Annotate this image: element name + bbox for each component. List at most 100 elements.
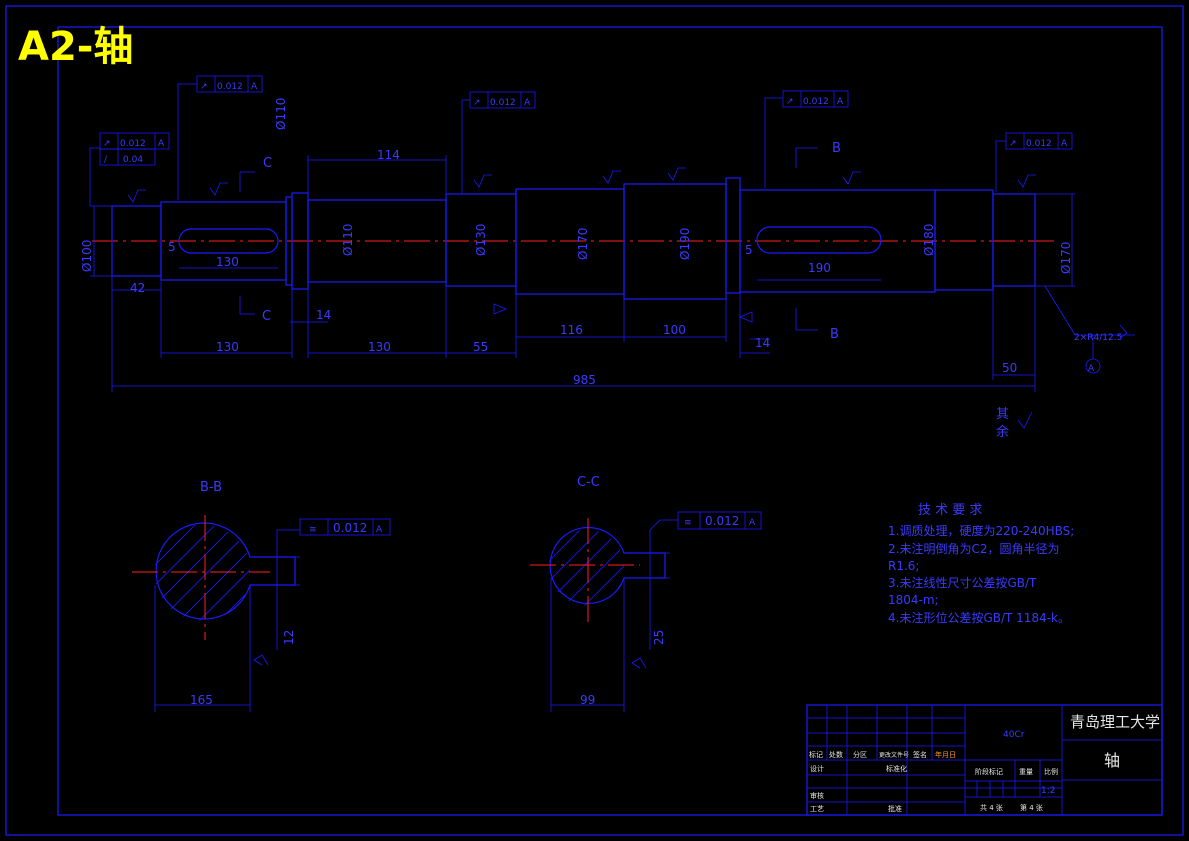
tech-req-line-1: 1.调质处理，硬度为220-240HBS; bbox=[888, 523, 1074, 538]
section-bb-label: B-B bbox=[200, 480, 222, 495]
technical-requirements: 技 术 要 求 1.调质处理，硬度为220-240HBS; 2.未注明倒角为C2… bbox=[888, 503, 1074, 625]
dim-d130: Ø130 bbox=[474, 224, 488, 256]
sheet-title: A2-轴 bbox=[18, 24, 133, 70]
tol-6-value: 0.04 bbox=[123, 155, 143, 165]
shaft-main-view: 42 130 130 55 116 100 14 14 114 130 190 … bbox=[80, 75, 1135, 440]
roughness-other-1: 其 bbox=[996, 407, 1009, 422]
tech-req-line-6: 4.未注形位公差按GB/T 1184-k。 bbox=[888, 610, 1070, 625]
dim-d180: Ø180 bbox=[922, 224, 936, 256]
tb-label-date: 年月日 bbox=[935, 750, 956, 759]
scale: 1:2 bbox=[1041, 786, 1055, 796]
tol-1-datum: A bbox=[251, 82, 258, 92]
tb-label-std: 标准化 bbox=[886, 764, 907, 773]
dim-14-left: 14 bbox=[316, 308, 331, 322]
tol-4-datum: A bbox=[837, 97, 844, 107]
dim-985: 985 bbox=[573, 373, 596, 387]
dim-130-key: 130 bbox=[216, 255, 239, 269]
dim-5-right: 5 bbox=[745, 243, 753, 257]
dim-d170: Ø170 bbox=[576, 228, 590, 260]
tol-5-value: 0.012 bbox=[1026, 139, 1052, 149]
dim-116: 116 bbox=[560, 323, 583, 337]
material: 40Cr bbox=[1003, 730, 1025, 740]
bb-tol-symbol: ≡ bbox=[309, 525, 317, 535]
tb-label-mark: 标记 bbox=[809, 750, 823, 759]
tolerance-frame-5: ↗ 0.012 A bbox=[995, 132, 1073, 192]
dim-114: 114 bbox=[377, 148, 400, 162]
tol-6-symbol: / bbox=[104, 155, 108, 165]
tb-label-weight: 重量 bbox=[1019, 768, 1033, 776]
cc-dim-width: 99 bbox=[580, 693, 595, 707]
tol-2-value: 0.012 bbox=[120, 139, 146, 149]
tb-label-stage: 阶段标记 bbox=[975, 767, 1003, 776]
tolerance-frame-4: ↗ 0.012 A bbox=[764, 90, 849, 188]
bb-dim-width: 165 bbox=[190, 693, 213, 707]
dim-130-mid: 130 bbox=[368, 340, 391, 354]
tol-4-value: 0.012 bbox=[803, 97, 829, 107]
dim-d170-right: Ø170 bbox=[1059, 242, 1073, 274]
tol-1-value: 0.012 bbox=[217, 82, 243, 92]
dim-100: 100 bbox=[663, 323, 686, 337]
roughness-other-2: 余 bbox=[996, 424, 1009, 440]
tb-label-sheet: 第 4 张 bbox=[1020, 803, 1043, 812]
dim-190-key: 190 bbox=[808, 261, 831, 275]
tol-3-value: 0.012 bbox=[490, 98, 516, 108]
tb-label-total: 共 4 张 bbox=[980, 803, 1003, 812]
cc-dim-key: 25 bbox=[652, 630, 666, 645]
part-name: 轴 bbox=[1104, 751, 1120, 770]
tb-label-zone: 分区 bbox=[853, 750, 867, 759]
cc-tol-datum: A bbox=[749, 518, 756, 528]
tech-req-line-3: R1.6; bbox=[888, 559, 919, 573]
dim-5-left: 5 bbox=[168, 240, 176, 254]
tech-req-line-5: 1804-m; bbox=[888, 593, 939, 607]
inner-border bbox=[57, 26, 1163, 816]
dim-55: 55 bbox=[473, 340, 488, 354]
outer-border bbox=[5, 5, 1184, 836]
bb-tol-value: 0.012 bbox=[333, 521, 367, 535]
dim-50: 50 bbox=[1002, 361, 1017, 375]
section-cc: C-C ≡ 0.012 A 99 25 bbox=[530, 475, 762, 712]
tol-5-datum: A bbox=[1061, 139, 1068, 149]
section-c-bottom: C bbox=[262, 309, 271, 324]
tb-label-process: 工艺 bbox=[810, 805, 824, 813]
tb-label-check: 审核 bbox=[810, 791, 824, 800]
dim-d110-top: Ø110 bbox=[274, 98, 288, 130]
tech-req-title: 技 术 要 求 bbox=[918, 503, 982, 518]
school-name: 青岛理工大学 bbox=[1070, 713, 1160, 731]
tb-label-change: 更改文件号 bbox=[879, 751, 909, 759]
tb-label-approve: 批准 bbox=[888, 804, 902, 813]
section-c-top: C bbox=[263, 156, 272, 171]
tolerance-frame-3: ↗ 0.012 A bbox=[461, 91, 536, 194]
dim-d110: Ø110 bbox=[341, 224, 355, 256]
tol-2-datum: A bbox=[158, 139, 165, 149]
dim-d190: Ø190 bbox=[678, 228, 692, 260]
dim-d100: Ø100 bbox=[80, 240, 94, 272]
tol-2-symbol: ↗ bbox=[103, 139, 111, 149]
dim-42: 42 bbox=[130, 281, 145, 295]
tol-3-symbol: ↗ bbox=[473, 98, 481, 108]
section-cc-label: C-C bbox=[577, 475, 600, 490]
section-b-top: B bbox=[832, 141, 841, 156]
cc-tol-value: 0.012 bbox=[705, 514, 739, 528]
title-block: 40Cr 青岛理工大学 轴 1:2 标记 处数 分区 更改文件号 签名 年月日 … bbox=[806, 704, 1163, 816]
tol-1-symbol: ↗ bbox=[200, 82, 208, 92]
dim-chamfer: 2×R4/12.5 bbox=[1074, 333, 1122, 343]
tech-req-line-4: 3.未注线性尺寸公差按GB/T bbox=[888, 575, 1037, 590]
tol-3-datum: A bbox=[524, 98, 531, 108]
cc-tol-symbol: ≡ bbox=[684, 518, 692, 528]
section-b-bottom: B bbox=[830, 327, 839, 342]
tb-label-ratio: 比例 bbox=[1044, 767, 1058, 776]
tol-5-symbol: ↗ bbox=[1009, 139, 1017, 149]
tol-4-symbol: ↗ bbox=[786, 97, 794, 107]
tech-req-line-2: 2.未注明倒角为C2，圆角半径为 bbox=[888, 541, 1059, 556]
dim-130-left: 130 bbox=[216, 340, 239, 354]
tb-label-design: 设计 bbox=[810, 764, 824, 773]
tb-label-count: 处数 bbox=[829, 750, 843, 759]
tb-label-sign: 签名 bbox=[913, 750, 927, 759]
bb-dim-key: 12 bbox=[282, 630, 296, 645]
tolerance-frame-2: ↗ 0.012 A / 0.04 bbox=[89, 132, 170, 206]
dim-14-right: 14 bbox=[755, 336, 770, 350]
datum-a: A bbox=[1088, 364, 1095, 374]
tolerance-frame-1: ↗ 0.012 A bbox=[177, 75, 263, 200]
bb-tol-datum: A bbox=[376, 525, 383, 535]
